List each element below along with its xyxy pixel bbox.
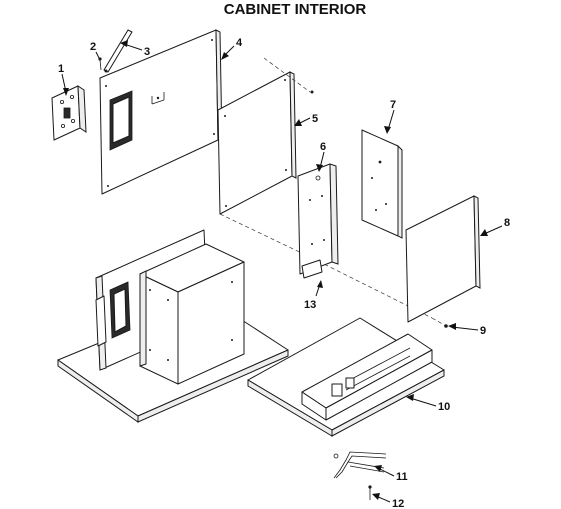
callout-5: 5 <box>312 113 318 125</box>
callout-7: 7 <box>390 99 396 111</box>
part-11-heater-element <box>333 451 387 479</box>
part-12-screw <box>368 485 372 500</box>
callout-12: 12 <box>392 498 404 509</box>
part-5-panel <box>217 71 314 215</box>
part-13-clip <box>301 259 323 279</box>
part-10-base-pan <box>247 317 445 437</box>
callout-4: 4 <box>236 37 243 49</box>
callout-11: 11 <box>396 471 408 483</box>
callout-10: 10 <box>438 401 450 413</box>
part-6-bracket <box>297 163 339 275</box>
part-1-bracket <box>51 85 87 141</box>
part-2-screw <box>98 57 102 71</box>
part-4-front-panel <box>99 29 223 195</box>
part-9-screw <box>444 324 448 328</box>
alignment-lines <box>219 57 447 327</box>
callout-13: 13 <box>304 299 316 311</box>
part-8-side-panel <box>405 195 481 323</box>
part-3-rod <box>103 29 133 73</box>
callout-3: 3 <box>144 46 150 58</box>
cabinet-assembly <box>57 229 289 423</box>
callout-6: 6 <box>320 141 326 153</box>
callout-leaders <box>61 40 503 503</box>
callout-labels: 1 2 3 4 5 6 7 8 9 10 11 12 13 <box>58 37 510 509</box>
callout-9: 9 <box>480 325 486 337</box>
part-7-bracket <box>361 129 403 239</box>
diagram-title: CABINET INTERIOR <box>223 1 367 18</box>
callout-2: 2 <box>90 41 96 53</box>
callout-1: 1 <box>58 63 64 75</box>
callout-8: 8 <box>504 217 510 229</box>
